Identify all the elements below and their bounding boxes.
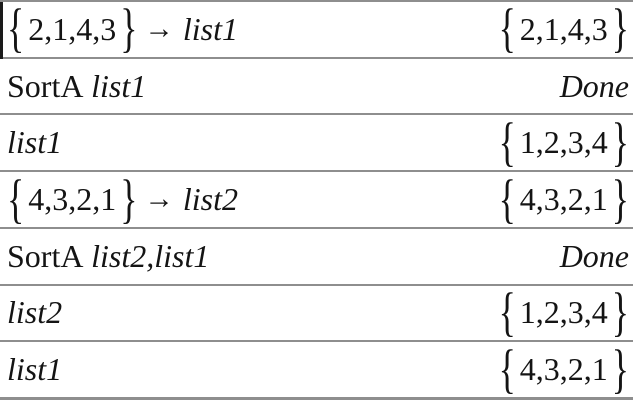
brace-open-glyph: { [498,110,516,172]
brace-close-glyph: } [120,0,138,59]
brace-open-glyph: { [498,167,516,229]
variable-name: list1 [7,124,63,161]
history-row: list2 {1,2,3,4} [0,284,633,343]
output-result[interactable]: {4,3,2,1} [499,341,629,395]
variable-name: list2 [182,181,238,218]
history-row: list1 {1,2,3,4} [0,114,633,173]
variable-name: list2 [7,294,63,331]
list-literal: {1,2,3,4} [499,114,629,168]
variable-name: list1 [182,10,238,47]
history-row: list1 {4,3,2,1} [0,341,633,397]
list-values: 1,2,3,4 [519,294,608,331]
list-values: 2,1,4,3 [28,10,117,47]
output-result[interactable]: Done [560,68,629,105]
brace-open-glyph: { [7,0,25,59]
list-literal: {4,3,2,1} [499,341,629,395]
done-result: Done [559,237,629,274]
output-result[interactable]: {1,2,3,4} [499,284,629,338]
output-result[interactable]: {2,1,4,3} [499,2,629,55]
input-expression[interactable]: list1 [7,351,62,388]
command-keyword: SortA [7,67,84,104]
brace-open-glyph: { [7,167,25,229]
brace-close-glyph: } [611,0,629,59]
list-values: 4,3,2,1 [519,351,608,388]
input-expression[interactable]: list1 [7,124,62,161]
list-values: 4,3,2,1 [519,181,608,218]
list-values: 1,2,3,4 [519,124,608,161]
assign-arrow-icon: → [144,12,174,45]
brace-close-glyph: } [611,281,629,342]
brace-open-glyph: { [498,0,516,59]
variable-name: list1 [91,67,147,104]
output-result[interactable]: Done [560,238,629,275]
brace-close-glyph: } [120,167,138,229]
input-expression[interactable]: {2,1,4,3}→list1 [7,2,238,55]
brace-open-glyph: { [498,281,516,342]
input-expression[interactable]: list2 [7,294,62,331]
output-result[interactable]: {4,3,2,1} [499,171,629,225]
brace-close-glyph: } [611,110,629,172]
list-values: 4,3,2,1 [28,181,117,218]
assign-arrow-icon: → [144,183,174,216]
variable-name: list2,list1 [91,237,210,274]
variable-name: list1 [7,351,63,388]
history-row: {2,1,4,3}→list1{2,1,4,3} [0,2,633,59]
output-result[interactable]: {1,2,3,4} [499,114,629,168]
list-literal: {4,3,2,1} [499,171,629,225]
left-edge-line [0,2,3,59]
list-literal: {2,1,4,3} [7,2,137,55]
command-keyword: SortA [7,237,84,274]
history-row: {4,3,2,1}→list2{4,3,2,1} [0,171,633,229]
list-literal: {1,2,3,4} [499,284,629,338]
brace-open-glyph: { [498,337,516,399]
list-values: 2,1,4,3 [519,10,608,47]
list-literal: {2,1,4,3} [499,2,629,55]
brace-close-glyph: } [611,167,629,229]
done-result: Done [559,67,629,104]
list-literal: {4,3,2,1} [7,171,137,225]
brace-close-glyph: } [611,337,629,399]
input-expression[interactable]: {4,3,2,1}→list2 [7,171,238,225]
